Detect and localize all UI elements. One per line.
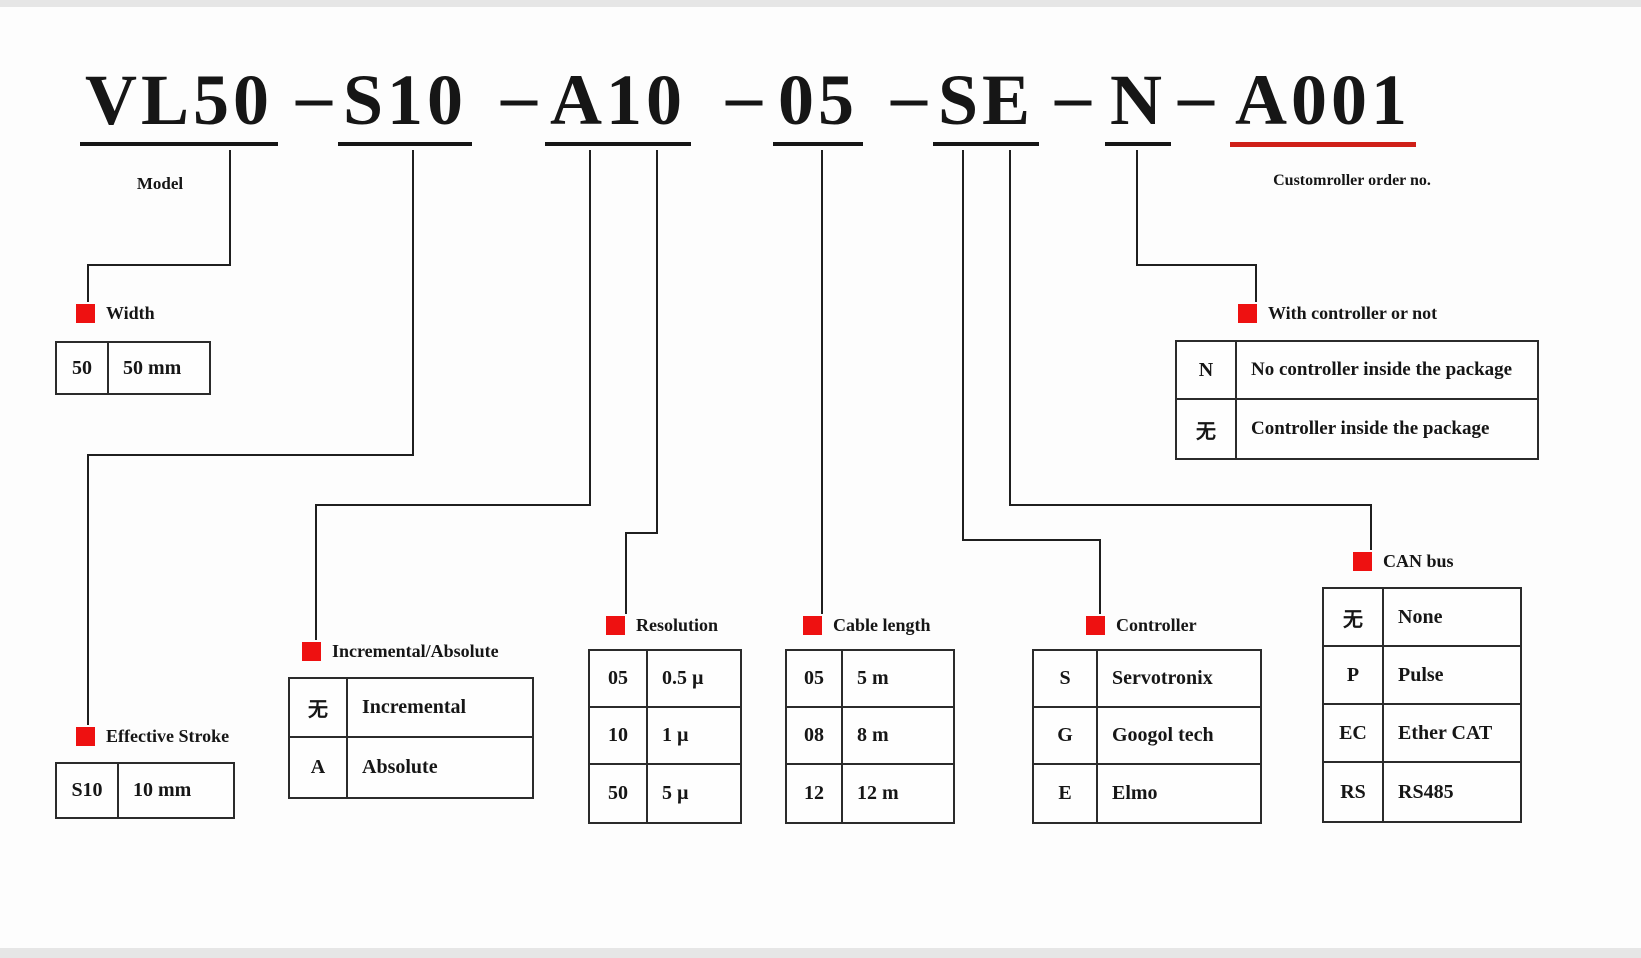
code-segment-with-controller: N [1105, 64, 1171, 146]
red-square-icon [76, 304, 95, 323]
option-code-cell: P [1324, 647, 1384, 705]
option-code-cell: 无 [290, 679, 348, 738]
line-s10-to-stroke [87, 150, 414, 725]
line-a-to-incremental [315, 150, 591, 640]
code-segment-controller-bus: SE [933, 64, 1040, 146]
resolution-table: 05 0.5 µ 10 1 µ 50 5 µ [588, 649, 742, 824]
option-code-cell: S [1034, 651, 1098, 708]
line-n-to-withcontroller [1136, 150, 1257, 302]
code-separator: – [501, 56, 537, 136]
option-code-cell: RS [1324, 763, 1384, 821]
line-vl50-to-width [87, 150, 231, 302]
section-label-effective-stroke: Effective Stroke [76, 726, 229, 747]
option-code-cell: 50 [57, 343, 109, 393]
can-bus-table: 无 None P Pulse EC Ether CAT RS RS485 [1322, 587, 1522, 823]
option-code-cell: G [1034, 708, 1098, 765]
option-code-cell: 05 [590, 651, 648, 708]
code-separator: – [726, 56, 762, 136]
code-separator: – [296, 56, 332, 136]
model-caption: Model [136, 174, 184, 193]
section-title: Cable length [833, 615, 931, 635]
option-value-cell: 12 m [857, 782, 899, 804]
option-value-cell: 10 mm [133, 779, 192, 801]
section-title: Width [106, 303, 155, 323]
option-code-cell: 无 [1324, 589, 1384, 647]
code-segment-model: VL50 [80, 64, 279, 146]
option-value-cell: RS485 [1398, 780, 1454, 803]
section-title: Resolution [636, 615, 719, 635]
controller-table: S Servotronix G Googol tech E Elmo [1032, 649, 1262, 824]
option-value-cell: 0.5 µ [648, 651, 740, 708]
incremental-absolute-table: 无 Incremental A Absolute [288, 677, 534, 799]
option-code-cell: 50 [590, 765, 648, 822]
with-controller-table: N No controller inside the package 无 Con… [1175, 340, 1539, 460]
line-s-to-controller [962, 150, 1101, 614]
code-separator: – [1178, 56, 1214, 136]
option-value-cell: Servotronix [1098, 651, 1260, 708]
code-segment-stroke: S10 [338, 64, 473, 146]
option-value-cell: 5 µ [662, 782, 689, 804]
code-segment-cable: 05 [773, 64, 863, 146]
option-code-cell: S10 [57, 764, 119, 817]
red-square-icon [606, 616, 625, 635]
section-label-cable-length: Cable length [803, 615, 931, 636]
option-value-cell: Elmo [1112, 782, 1158, 804]
width-table: 50 50 mm [55, 341, 211, 395]
option-value-cell: Absolute [362, 756, 438, 778]
cable-length-table: 05 5 m 08 8 m 12 12 m [785, 649, 955, 824]
option-value-cell: Controller inside the package [1251, 418, 1490, 439]
option-code-cell: 无 [1177, 400, 1237, 458]
option-value-cell: 5 m [843, 651, 953, 708]
bottom-edge [0, 948, 1641, 958]
section-label-controller: Controller [1086, 615, 1197, 636]
option-value-cell: Googol tech [1098, 708, 1260, 765]
option-code-cell: 08 [787, 708, 843, 765]
section-title: CAN bus [1383, 551, 1454, 571]
section-label-incremental-absolute: Incremental/Absolute [302, 641, 499, 662]
option-code-cell: E [1034, 765, 1098, 822]
code-separator: – [891, 56, 927, 136]
section-title: Effective Stroke [106, 726, 230, 746]
option-code-cell: EC [1324, 705, 1384, 763]
section-label-resolution: Resolution [606, 615, 718, 636]
section-label-with-controller: With controller or not [1238, 303, 1437, 324]
code-segment-order-no: A001 [1230, 64, 1416, 147]
option-value-cell: None [1384, 589, 1520, 647]
red-square-icon [1086, 616, 1105, 635]
effective-stroke-table: S10 10 mm [55, 762, 235, 819]
red-square-icon [1238, 304, 1257, 323]
section-title: With controller or not [1268, 303, 1438, 323]
section-label-width: Width [76, 303, 155, 324]
option-code-cell: N [1177, 342, 1237, 400]
option-value-cell: Ether CAT [1384, 705, 1520, 763]
option-value-cell: 50 mm [123, 356, 182, 379]
section-title: Incremental/Absolute [332, 641, 499, 661]
section-label-can-bus: CAN bus [1353, 551, 1454, 572]
option-value-cell: 8 m [843, 708, 953, 765]
option-value-cell: Pulse [1384, 647, 1520, 705]
red-square-icon [76, 727, 95, 746]
code-segment-encoder-resolution: A10 [545, 64, 691, 146]
red-square-icon [803, 616, 822, 635]
option-value-cell: 1 µ [648, 708, 740, 765]
option-code-cell: A [290, 738, 348, 797]
line-10-to-resolution [625, 150, 658, 614]
red-square-icon [302, 642, 321, 661]
option-code-cell: 12 [787, 765, 843, 822]
top-edge [0, 0, 1641, 7]
option-code-cell: 10 [590, 708, 648, 765]
code-separator: – [1055, 56, 1091, 136]
order-no-caption: Customroller order no. [1273, 172, 1431, 189]
red-square-icon [1353, 552, 1372, 571]
option-value-cell: Incremental [348, 679, 532, 738]
option-code-cell: 05 [787, 651, 843, 708]
option-value-cell: No controller inside the package [1237, 342, 1537, 400]
section-title: Controller [1116, 615, 1197, 635]
